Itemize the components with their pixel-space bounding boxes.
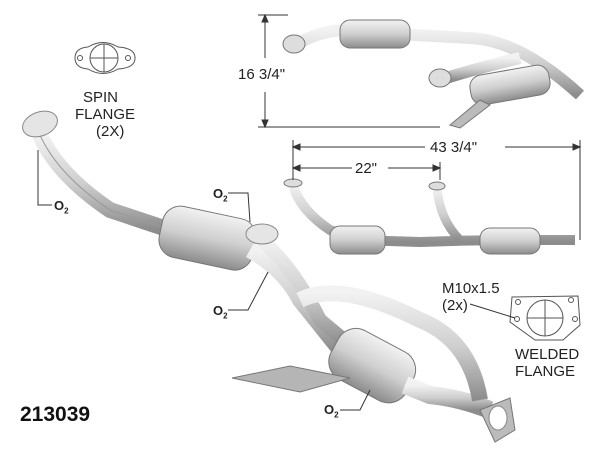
thread-label-line1: M10x1.5 — [442, 280, 500, 297]
leader-lines — [37, 150, 371, 411]
height-dimension-label: 16 3/4" — [238, 66, 286, 83]
o2-sensor-label: O2 — [213, 186, 228, 204]
welded-flange-label-line2: FLANGE — [515, 363, 576, 380]
welded-flange-icon — [469, 295, 581, 341]
spin-flange-label-line1: SPIN — [83, 89, 119, 106]
partial-length-label: 22" — [355, 160, 378, 177]
side-view — [283, 178, 575, 255]
spin-flange-label-line3: (2X) — [96, 123, 125, 140]
o2-sensor-label: O2 — [54, 198, 69, 216]
main-exhaust-assembly — [22, 110, 516, 443]
o2-sensor-label: O2 — [324, 402, 339, 420]
length-dimensions — [291, 140, 582, 240]
welded-flange-label-line1: WELDED — [515, 346, 580, 363]
top-view — [282, 19, 585, 129]
spin-flange-label-line2: FLANGE — [75, 106, 136, 123]
part-number: 213039 — [20, 403, 91, 426]
o2-sensor-label: O2 — [213, 303, 228, 321]
thread-label-line2: (2x) — [442, 297, 468, 314]
height-dimension — [258, 13, 440, 129]
overall-length-label: 43 3/4" — [430, 139, 478, 156]
spin-flange-icon — [74, 42, 136, 74]
